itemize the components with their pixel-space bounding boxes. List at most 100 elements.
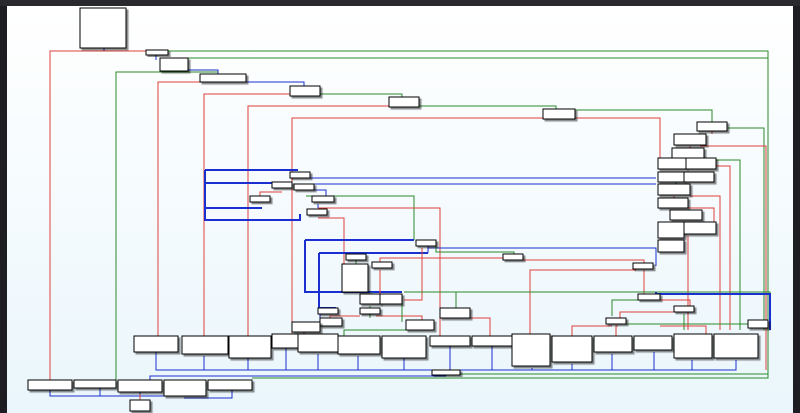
edge <box>203 348 405 370</box>
edge <box>449 346 693 370</box>
graph-node[interactable] <box>117 379 163 393</box>
graph-node[interactable] <box>289 85 321 97</box>
graph-node[interactable] <box>297 333 339 353</box>
graph-node[interactable] <box>359 293 381 305</box>
edge <box>376 315 423 320</box>
edge <box>404 248 423 301</box>
edge <box>157 81 200 336</box>
graph-node[interactable] <box>388 96 420 108</box>
graph-node[interactable] <box>207 379 253 391</box>
edge <box>99 388 233 399</box>
graph-node[interactable] <box>593 335 633 353</box>
edge <box>520 259 645 264</box>
graph-node[interactable] <box>379 293 403 305</box>
graph-node[interactable] <box>657 197 689 209</box>
edge <box>291 117 544 336</box>
graph-node[interactable] <box>673 133 707 146</box>
graph-node[interactable] <box>502 253 524 261</box>
graph-node[interactable] <box>249 195 271 203</box>
edge <box>529 269 636 336</box>
graph-node[interactable] <box>359 307 381 315</box>
edge <box>700 145 767 370</box>
graph-node[interactable] <box>713 333 759 359</box>
graph-node-entry[interactable] <box>79 7 127 49</box>
graph-node-exit[interactable] <box>129 399 151 412</box>
graph-node[interactable] <box>551 335 593 363</box>
edge <box>619 311 680 318</box>
graph-node[interactable] <box>657 221 685 239</box>
graph-node[interactable] <box>657 239 685 253</box>
edge <box>115 71 218 382</box>
graph-node[interactable] <box>293 183 315 191</box>
graph-node[interactable] <box>471 335 513 347</box>
window-top-bar <box>0 0 800 6</box>
edge <box>379 257 504 262</box>
graph-node[interactable] <box>439 307 471 319</box>
graph-node[interactable] <box>163 379 207 397</box>
graph-node[interactable] <box>271 333 299 349</box>
graph-node[interactable] <box>415 239 437 247</box>
edge <box>204 169 301 221</box>
graph-node[interactable] <box>605 317 627 325</box>
graph-node[interactable] <box>159 57 189 72</box>
graph-node[interactable] <box>747 319 769 329</box>
graph-node[interactable] <box>511 333 551 367</box>
graph-node[interactable] <box>632 262 654 270</box>
edge <box>318 217 345 264</box>
graph-node[interactable] <box>145 49 169 56</box>
graph-node[interactable] <box>696 121 728 132</box>
graph-node[interactable] <box>683 171 715 183</box>
control-flow-graph-canvas[interactable] <box>7 6 793 413</box>
edge <box>571 325 612 336</box>
edge <box>343 329 412 336</box>
graph-node[interactable] <box>345 253 367 261</box>
graph-node[interactable] <box>633 335 673 351</box>
graph-nodes[interactable] <box>27 7 769 412</box>
graph-node[interactable] <box>289 171 311 179</box>
graph-node[interactable] <box>657 183 691 196</box>
graph-node[interactable] <box>337 335 381 355</box>
graph-node[interactable] <box>657 171 685 183</box>
graph-node[interactable] <box>228 335 272 359</box>
edge <box>690 195 721 330</box>
graph-node[interactable] <box>669 209 703 221</box>
graph-node[interactable] <box>683 221 717 235</box>
edge <box>435 244 515 256</box>
graph-node[interactable] <box>311 195 335 203</box>
edge <box>615 325 618 336</box>
graph-node[interactable] <box>405 319 435 331</box>
graph-node[interactable] <box>685 157 717 170</box>
graph-node[interactable] <box>181 335 229 355</box>
graph-node[interactable] <box>671 147 705 159</box>
graph-node[interactable] <box>542 108 576 120</box>
edge <box>648 299 691 306</box>
graph-node[interactable] <box>673 305 695 313</box>
control-flow-graph[interactable] <box>7 6 793 413</box>
graph-node[interactable] <box>381 335 427 359</box>
edge <box>418 105 557 110</box>
graph-node[interactable] <box>637 293 661 301</box>
graph-node[interactable] <box>133 335 179 353</box>
graph-node[interactable] <box>271 181 293 189</box>
graph-node[interactable] <box>341 263 369 293</box>
graph-node[interactable] <box>431 369 461 376</box>
graph-node[interactable] <box>673 333 713 359</box>
graph-node[interactable] <box>317 307 339 315</box>
graph-node[interactable] <box>371 261 393 269</box>
edge <box>49 50 148 380</box>
edge <box>556 109 713 122</box>
edge <box>318 207 441 336</box>
graph-node[interactable] <box>199 73 247 83</box>
graph-node[interactable] <box>429 335 471 347</box>
graph-node[interactable] <box>657 157 687 170</box>
graph-node[interactable] <box>27 379 73 391</box>
graph-node[interactable] <box>319 317 343 327</box>
edge <box>611 299 648 316</box>
edge <box>704 159 741 330</box>
graph-node[interactable] <box>291 321 321 333</box>
edge <box>728 127 765 330</box>
edge <box>454 317 491 336</box>
graph-node[interactable] <box>73 379 117 389</box>
graph-node[interactable] <box>306 208 328 216</box>
edge <box>174 69 219 74</box>
